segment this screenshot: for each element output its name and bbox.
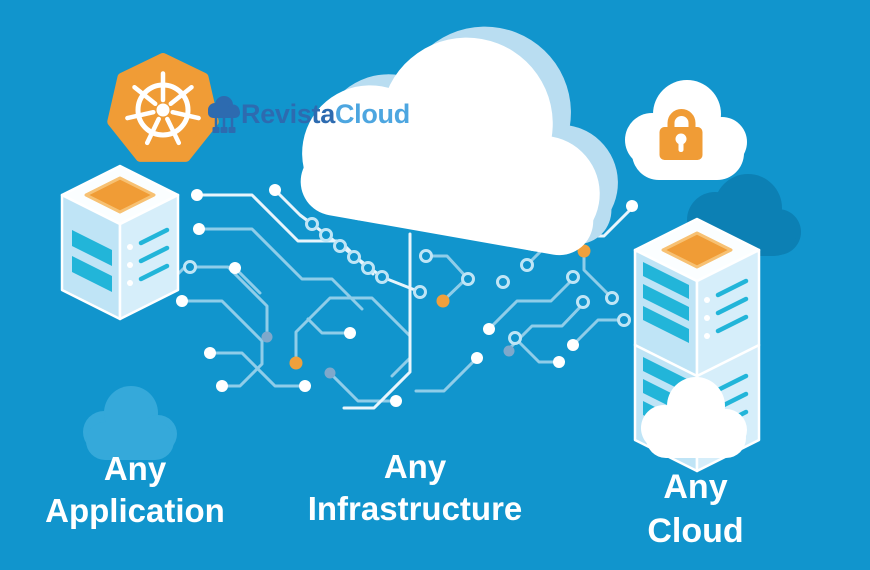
server-led <box>127 262 133 268</box>
trace-node-ring <box>305 217 319 231</box>
brand-name-secondary: Cloud <box>334 99 410 129</box>
label-line: Application <box>45 492 225 530</box>
server-vent <box>138 263 170 282</box>
server-vent <box>715 314 749 334</box>
trace-node-dot <box>299 380 311 392</box>
server-led <box>704 333 710 339</box>
label-line: Any <box>383 448 447 485</box>
server-led <box>704 315 710 321</box>
trace-node-dot <box>191 189 203 201</box>
trace-node-ring <box>319 228 333 242</box>
trace-node-ring <box>333 239 347 253</box>
trace-node-dot <box>553 356 565 368</box>
trace-node-dot <box>390 395 402 407</box>
trace-node-ring <box>419 249 433 263</box>
trace-node-ring <box>347 250 361 264</box>
circuit-traces <box>120 184 638 410</box>
server-top-panel <box>84 176 156 214</box>
trace-node-ring <box>605 291 619 305</box>
small-cloud-right-icon <box>641 377 747 458</box>
label-line: Any <box>663 468 728 506</box>
trace-line <box>414 356 479 393</box>
brand-cloud-network-icon <box>208 96 240 133</box>
trace-node-ring <box>413 285 427 299</box>
server-vent <box>138 245 170 264</box>
trace-node-dot <box>483 323 495 335</box>
center-cloud-body <box>300 37 600 256</box>
trace-node-ring <box>461 272 475 286</box>
trace-node-dot <box>229 262 241 274</box>
lock-icon <box>659 109 703 160</box>
trace-line <box>342 232 412 410</box>
label-any-cloud: Any Cloud <box>593 466 798 553</box>
trace-node-ring <box>375 270 389 284</box>
server-vent <box>715 296 749 316</box>
trace-line <box>582 249 612 298</box>
label-line: Cloud <box>647 511 744 550</box>
trace-node-ring <box>520 258 534 272</box>
trace-node-slate <box>324 367 336 379</box>
trace-line <box>197 227 364 311</box>
label-any-application: Any Application <box>10 448 260 532</box>
server-bar <box>72 256 112 292</box>
trace-node-dot <box>176 295 188 307</box>
trace-node-slate <box>261 331 273 343</box>
trace-node-dot <box>193 223 205 235</box>
label-any-infrastructure: Any Infrastructure <box>280 446 550 530</box>
server-bar <box>72 230 112 266</box>
trace-line <box>208 351 305 388</box>
server-bar <box>643 306 689 343</box>
trace-line <box>571 318 626 347</box>
trace-line <box>328 371 398 403</box>
secure-cloud-lock-icon <box>625 80 747 180</box>
trace-node-dot <box>269 184 281 196</box>
trace-line <box>306 317 352 335</box>
trace-node-ring <box>361 261 375 275</box>
trace-line <box>424 254 470 281</box>
trace-node-ring <box>576 295 590 309</box>
trace-node-dot <box>567 339 579 351</box>
trace-node-orange <box>436 294 450 308</box>
server-vent <box>138 227 170 246</box>
server-led <box>704 297 710 303</box>
kubernetes-logo <box>107 53 219 162</box>
server-single-icon <box>60 164 180 321</box>
trace-node-dot <box>471 352 483 364</box>
server-bar <box>643 284 689 321</box>
label-line: Infrastructure <box>307 490 523 528</box>
trace-node-ring <box>566 270 580 284</box>
ship-wheel-icon <box>125 71 201 146</box>
trace-node-dot <box>626 200 638 212</box>
trace-node-dot <box>344 327 356 339</box>
server-led <box>127 280 133 286</box>
trace-line <box>180 299 264 388</box>
trace-node-orange <box>577 244 591 258</box>
trace-node-ring <box>496 275 510 289</box>
label-line: Any <box>103 450 167 487</box>
trace-node-ring <box>508 331 522 345</box>
trace-line <box>188 265 269 336</box>
trace-line <box>513 336 561 364</box>
trace-node-slate <box>503 345 515 357</box>
brand-name-primary: Revista <box>241 99 335 129</box>
trace-node-dot <box>216 380 228 392</box>
server-vent <box>715 278 749 298</box>
server-vent <box>715 373 749 393</box>
center-cloud-icon <box>300 26 618 256</box>
small-cloud-left-icon <box>83 386 177 460</box>
trace-node-ring <box>183 260 197 274</box>
server-top-panel <box>661 231 733 269</box>
trace-node-dot <box>204 347 216 359</box>
trace-node-ring <box>617 313 631 327</box>
trace-line <box>487 277 575 331</box>
trace-node-orange <box>289 356 303 370</box>
brand-wordmark: RevistaCloud <box>241 99 410 130</box>
server-led <box>127 244 133 250</box>
server-bar <box>643 262 689 299</box>
